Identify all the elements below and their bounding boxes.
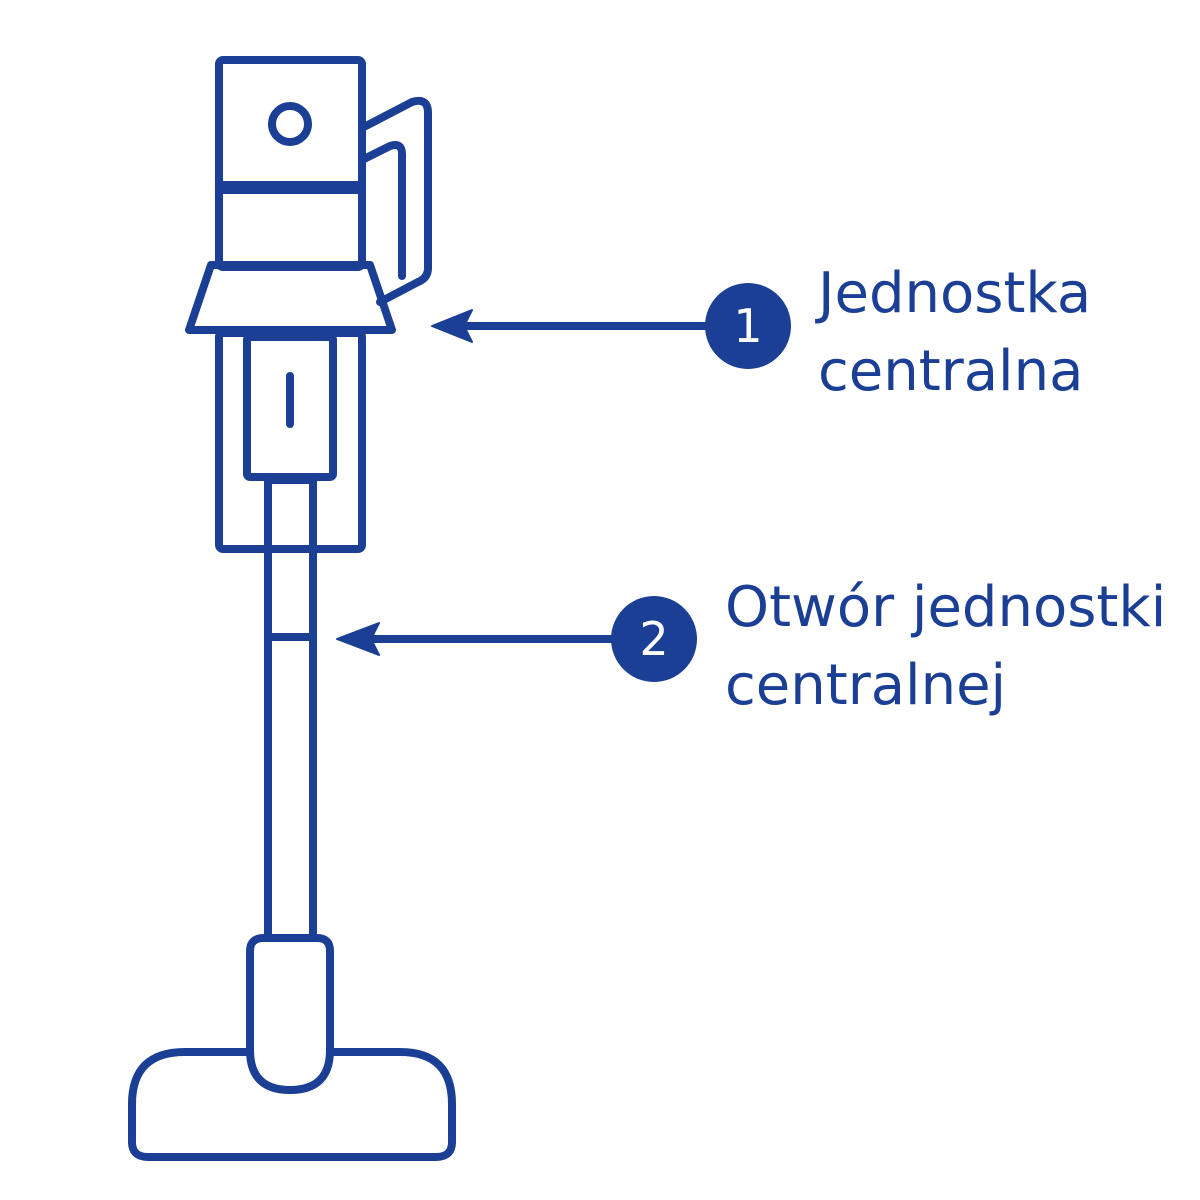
callout-badge-2: 2 <box>611 596 697 682</box>
arrow-2-head <box>336 622 380 656</box>
handle-inner <box>358 141 406 280</box>
callout-label-central-unit: Jednostka centralna <box>818 255 1091 411</box>
callout-badge-1: 1 <box>705 283 791 369</box>
callout-2-line-1: Otwór jednostki <box>725 575 1167 640</box>
power-button-icon <box>268 102 312 146</box>
floor-head-neck <box>246 934 334 1094</box>
handle-outline <box>358 96 432 306</box>
motor-housing <box>215 56 366 271</box>
central-unit-collar <box>185 261 396 334</box>
callout-1-line-1: Jednostka <box>818 261 1092 326</box>
callout-label-central-unit-opening: Otwór jednostki centralnej <box>725 569 1166 725</box>
callout-2-line-2: centralnej <box>725 653 1007 718</box>
callout-1-line-2: centralna <box>818 339 1084 404</box>
dust-bin <box>215 329 366 553</box>
arrow-1-head <box>431 309 473 343</box>
floor-head <box>128 1048 456 1161</box>
